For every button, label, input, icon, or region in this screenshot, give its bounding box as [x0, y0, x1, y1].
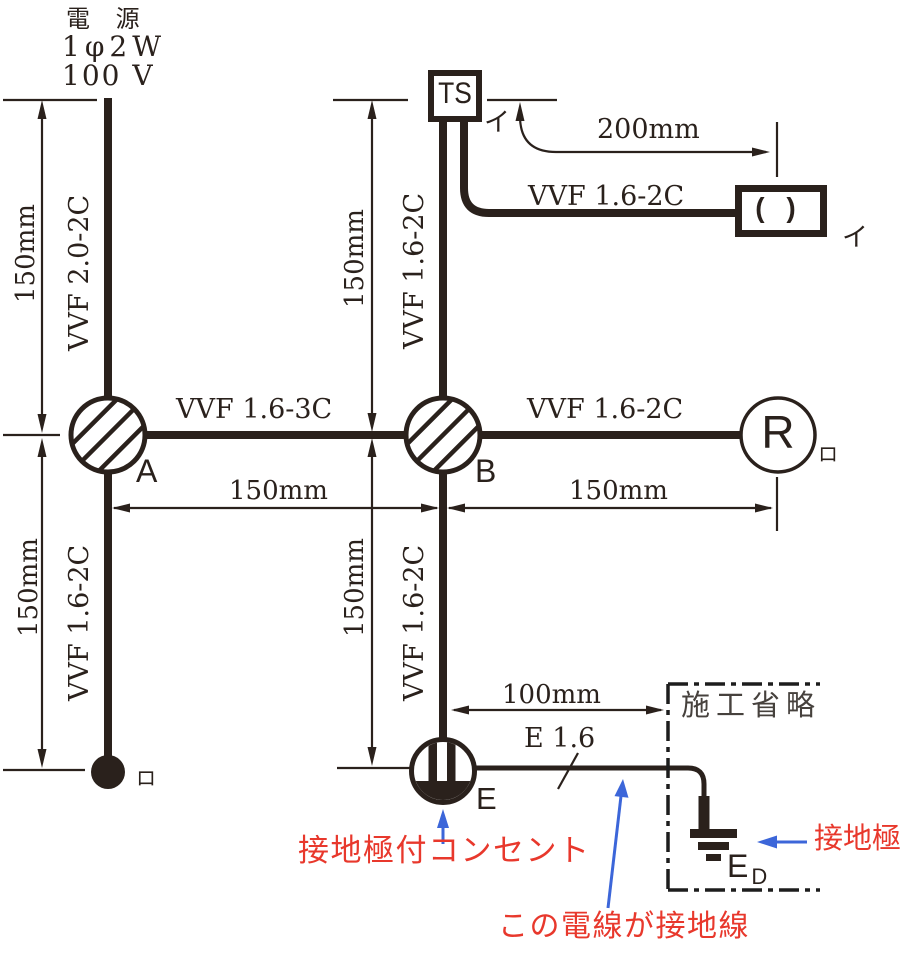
- cable-label-ts-rosette: VVF 1.6-2C: [528, 181, 685, 212]
- dim-label-200mm: 200mm: [597, 114, 700, 145]
- annotation-arrows: [437, 779, 807, 909]
- dim-label-a-b: 150mm: [229, 476, 328, 506]
- power-source-name: 電 源: [66, 5, 149, 33]
- timer-switch-symbol: [428, 70, 482, 122]
- dimension-arrowheads: [37, 100, 773, 768]
- cable-label-ts-b: VVF 1.6-2C: [399, 192, 430, 349]
- dim-label-b-r: 150mm: [569, 476, 668, 506]
- wires: [104, 98, 742, 756]
- cable-label-ground-wire: E 1.6: [524, 723, 596, 754]
- circuit-mark-lamp: ロ: [136, 768, 156, 790]
- rosette-glyph: ( ): [755, 192, 803, 223]
- dim-label-left-bottom: 150mm: [14, 538, 44, 637]
- ground-wire: [474, 765, 710, 829]
- cable-label-supply: VVF 2.0-2C: [64, 194, 95, 351]
- earth-electrode-symbol: [690, 829, 737, 861]
- junction-a-label: A: [136, 453, 158, 489]
- dim-label-100mm: 100mm: [502, 680, 601, 710]
- timer-switch-label: TS: [438, 77, 472, 110]
- earth-electrode-note: 接地極: [814, 823, 902, 855]
- dim-label-mid-top: 150mm: [340, 209, 370, 308]
- junction-box-a-symbol: [68, 395, 148, 475]
- ceiling-rosette-symbol: [735, 185, 827, 237]
- lamp-symbol: [91, 755, 125, 789]
- device-r-symbol: [739, 396, 817, 474]
- cable-label-a-down: VVF 1.6-2C: [64, 544, 95, 701]
- circuit-mark-rosette: イ: [842, 222, 869, 252]
- device-r-label: R: [761, 406, 795, 458]
- power-source-phase: 1φ2W: [62, 30, 167, 63]
- dimension-lines: [3, 98, 779, 790]
- junction-box-b-symbol: [403, 395, 483, 475]
- cable-label-a-b: VVF 1.6-3C: [176, 394, 333, 425]
- earth-electrode-label-sub: D: [751, 864, 768, 889]
- circuit-mark-ts: イ: [484, 107, 511, 137]
- grounded-outlet-symbol: [409, 737, 477, 805]
- cable-label-b-r: VVF 1.6-2C: [527, 394, 684, 425]
- dim-label-mid-bottom: 150mm: [340, 538, 370, 637]
- cable-label-b-down: VVF 1.6-2C: [399, 544, 430, 701]
- power-source-voltage: 100 V: [62, 59, 155, 92]
- dim-label-left-top: 150mm: [11, 204, 41, 303]
- ground-wire-note: この電線が接地線: [498, 910, 750, 943]
- circuit-mark-r: ロ: [818, 444, 838, 466]
- earth-electrode-label-main: E: [727, 848, 749, 884]
- construction-omitted-box: [666, 682, 820, 892]
- junction-b-label: B: [475, 453, 497, 489]
- construction-omitted-label: 施工省略: [681, 690, 822, 722]
- outlet-earth-label: E: [476, 781, 497, 816]
- outlet-note: 接地極付コンセント: [298, 833, 591, 868]
